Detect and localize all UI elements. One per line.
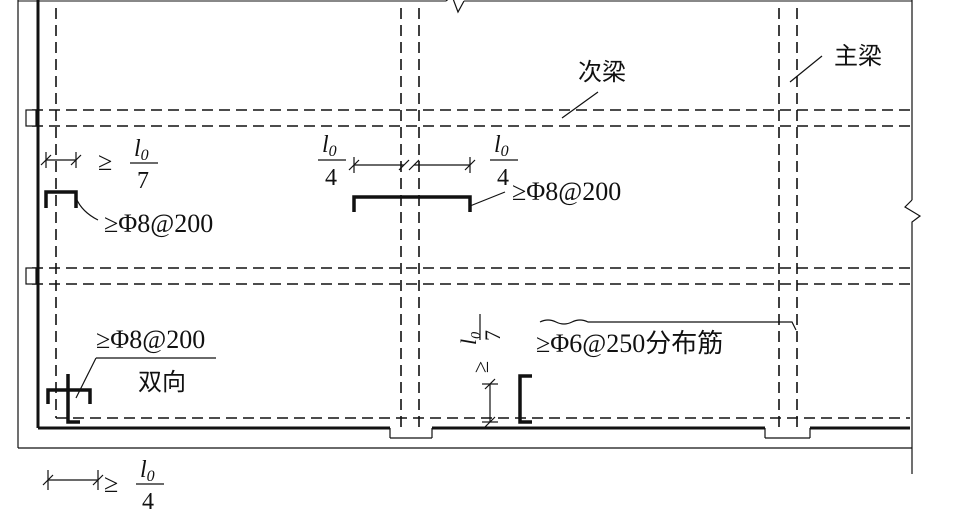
svg-text:≥: ≥: [468, 361, 493, 373]
dim-ge-bottom: ≥: [104, 469, 118, 498]
rebar-two-way-v: [66, 374, 80, 424]
dim-vertical-fraction: l0 7 ≥: [456, 330, 505, 373]
leader-lines: [75, 55, 823, 399]
dim-ge-top-left: ≥: [98, 147, 112, 176]
two-way-label: 双向: [138, 368, 186, 396]
rebar-label-middle: ≥Φ8@200: [512, 177, 621, 206]
rebar-edge: [518, 374, 532, 424]
svg-text:l0: l0: [456, 332, 484, 345]
dashed-beams: [32, 8, 910, 432]
dim-l0-middle-right: l0: [494, 132, 509, 160]
rebar-label-corner-bottom: ≥Φ8@200: [96, 325, 205, 354]
main-beam-label: 主梁: [834, 42, 882, 70]
dim-l0-middle-left: l0: [322, 132, 337, 160]
dim-den-bottom: 4: [142, 489, 154, 515]
fraction-bars: [130, 159, 518, 485]
svg-text:7: 7: [480, 330, 505, 341]
rebar-middle: [352, 195, 472, 212]
dim-l0-top-left: l0: [134, 136, 149, 164]
dim-den-top-left: 7: [137, 168, 149, 194]
outer-frame: [17, 0, 922, 474]
beam-end-squares: [25, 109, 37, 285]
dim-l0-bottom: l0: [140, 457, 155, 485]
rebar-label-corner-top: ≥Φ8@200: [104, 209, 213, 238]
secondary-beam-label: 次梁: [578, 58, 626, 86]
rebar-bars: [44, 190, 532, 424]
dim-den-middle-right: 4: [497, 165, 509, 191]
dim-den-middle-left: 4: [325, 165, 337, 191]
bottom-wall: [36, 0, 910, 439]
distribution-rebar-label: ≥Φ6@250分布筋: [536, 329, 723, 358]
dimension-lines: [40, 152, 498, 490]
rebar-corner-top: [44, 190, 78, 208]
